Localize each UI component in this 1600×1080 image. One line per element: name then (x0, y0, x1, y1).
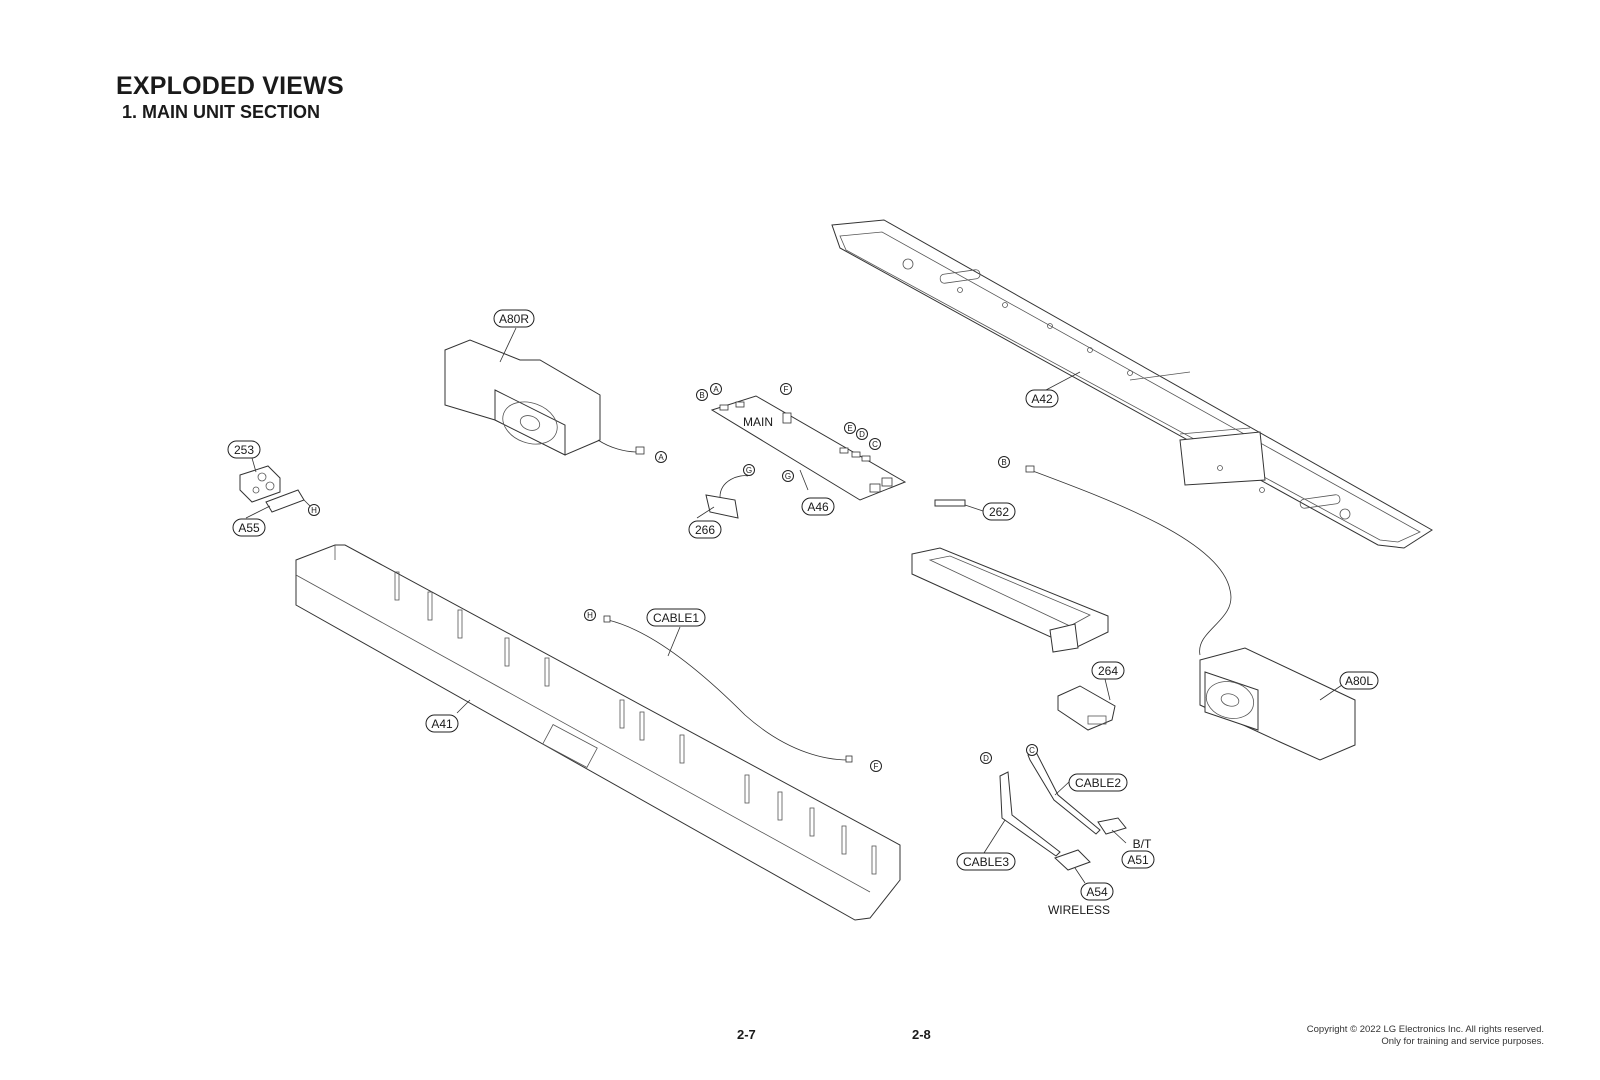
label-a54: A54 (1080, 882, 1114, 901)
connector-c-cable2-text: C (1029, 746, 1035, 755)
label-main-board: MAIN (743, 415, 773, 429)
part-cable2 (1027, 751, 1101, 835)
a41-internal-ribs (394, 571, 877, 875)
label-a42: A42 (1025, 389, 1059, 408)
connector-c-board-text: C (872, 440, 878, 449)
label-a51-text: A51 (1127, 853, 1149, 867)
connector-h-cable1: H (584, 609, 596, 621)
label-262: 262 (982, 502, 1016, 521)
label-a80l: A80L (1339, 671, 1379, 690)
page-title: EXPLODED VIEWS (116, 72, 344, 100)
connector-d-board: D (856, 428, 868, 440)
connector-b-board: B (696, 389, 708, 401)
connector-f-cable1: F (870, 760, 882, 772)
part-a80r-speaker (444, 339, 645, 456)
part-a80l-speaker (1025, 465, 1356, 761)
label-a80r: A80R (493, 309, 535, 328)
label-a54-text: A54 (1086, 885, 1108, 899)
connector-a-speaker: A (655, 451, 667, 463)
connector-f-board: F (780, 383, 792, 395)
part-labels: A80R A42 A46 253 A55 266 262 CABLE1 A41 … (227, 309, 1379, 901)
page-number-left: 2-7 (737, 1027, 756, 1042)
connector-g-board-text: G (785, 472, 791, 481)
part-cable3 (999, 771, 1061, 857)
label-266: 266 (688, 520, 722, 539)
connector-h-a55: H (308, 504, 320, 516)
connector-e-board-text: E (847, 424, 852, 433)
label-bt: B/T (1133, 837, 1152, 851)
part-266-bracket (705, 475, 749, 519)
label-266-text: 266 (695, 523, 715, 537)
connector-f-cable1-text: F (874, 762, 879, 771)
label-a55-text: A55 (238, 521, 260, 535)
label-a55: A55 (232, 518, 266, 537)
connector-a-speaker-text: A (658, 453, 664, 462)
label-cable1: CABLE1 (646, 608, 706, 627)
connector-g-266-text: G (746, 466, 752, 475)
connector-a-board: A (710, 383, 722, 395)
label-262-text: 262 (989, 505, 1009, 519)
label-264-text: 264 (1098, 664, 1118, 678)
connector-g-board: G (782, 470, 794, 482)
part-262-bracket (911, 499, 1109, 653)
label-a80l-text: A80L (1345, 674, 1373, 688)
part-a41-enclosure (295, 544, 901, 921)
label-cable2: CABLE2 (1068, 773, 1128, 792)
copyright-line-1: Copyright © 2022 LG Electronics Inc. All… (1306, 1024, 1544, 1035)
copyright-line-2: Only for training and service purposes. (1381, 1036, 1544, 1047)
label-a46: A46 (801, 497, 835, 516)
connector-a-board-text: A (713, 385, 719, 394)
part-264-bracket (1057, 685, 1116, 731)
connector-d-cable3-text: D (983, 754, 989, 763)
connector-b-a80l-text: B (1001, 458, 1006, 467)
label-253: 253 (227, 440, 261, 459)
label-cable1-text: CABLE1 (653, 611, 699, 625)
label-a80r-text: A80R (499, 312, 529, 326)
label-cable3: CABLE3 (956, 852, 1016, 871)
label-cable3-text: CABLE3 (963, 855, 1009, 869)
connector-b-board-text: B (699, 391, 704, 400)
label-253-text: 253 (234, 443, 254, 457)
connector-d-board-text: D (859, 430, 865, 439)
connector-f-board-text: F (784, 385, 789, 394)
connector-c-board: C (869, 438, 881, 450)
connector-h-cable1-text: H (587, 611, 593, 620)
label-a41-text: A41 (431, 717, 453, 731)
part-a46-main-board (710, 395, 907, 501)
part-cable1 (603, 615, 853, 763)
a42-screw-holes (957, 287, 1265, 493)
connector-markers: A A B F E D C G G H H F B D C (308, 383, 1038, 772)
label-a42-text: A42 (1031, 392, 1053, 406)
label-a46-text: A46 (807, 500, 829, 514)
part-253-button-cover (239, 465, 281, 503)
connector-h-a55-text: H (311, 506, 317, 515)
connector-d-cable3: D (980, 752, 992, 764)
page-number-right: 2-8 (912, 1027, 931, 1042)
part-a51-bt-module (1097, 817, 1127, 835)
label-a41: A41 (425, 714, 459, 733)
connector-b-a80l: B (998, 456, 1010, 468)
section-subtitle: 1. MAIN UNIT SECTION (122, 102, 321, 122)
part-a54-wireless-module (1054, 849, 1091, 871)
label-a51: A51 (1121, 850, 1155, 869)
copyright-notice: Copyright © 2022 LG Electronics Inc. All… (1307, 1024, 1544, 1048)
connector-c-cable2: C (1026, 744, 1038, 756)
label-cable2-text: CABLE2 (1075, 776, 1121, 790)
connector-e-board: E (844, 422, 856, 434)
connector-g-266: G (743, 464, 755, 476)
label-264: 264 (1091, 661, 1125, 680)
label-wireless: WIRELESS (1048, 903, 1110, 917)
leader-lines (245, 327, 1343, 884)
part-a42-top-cover (831, 219, 1433, 549)
